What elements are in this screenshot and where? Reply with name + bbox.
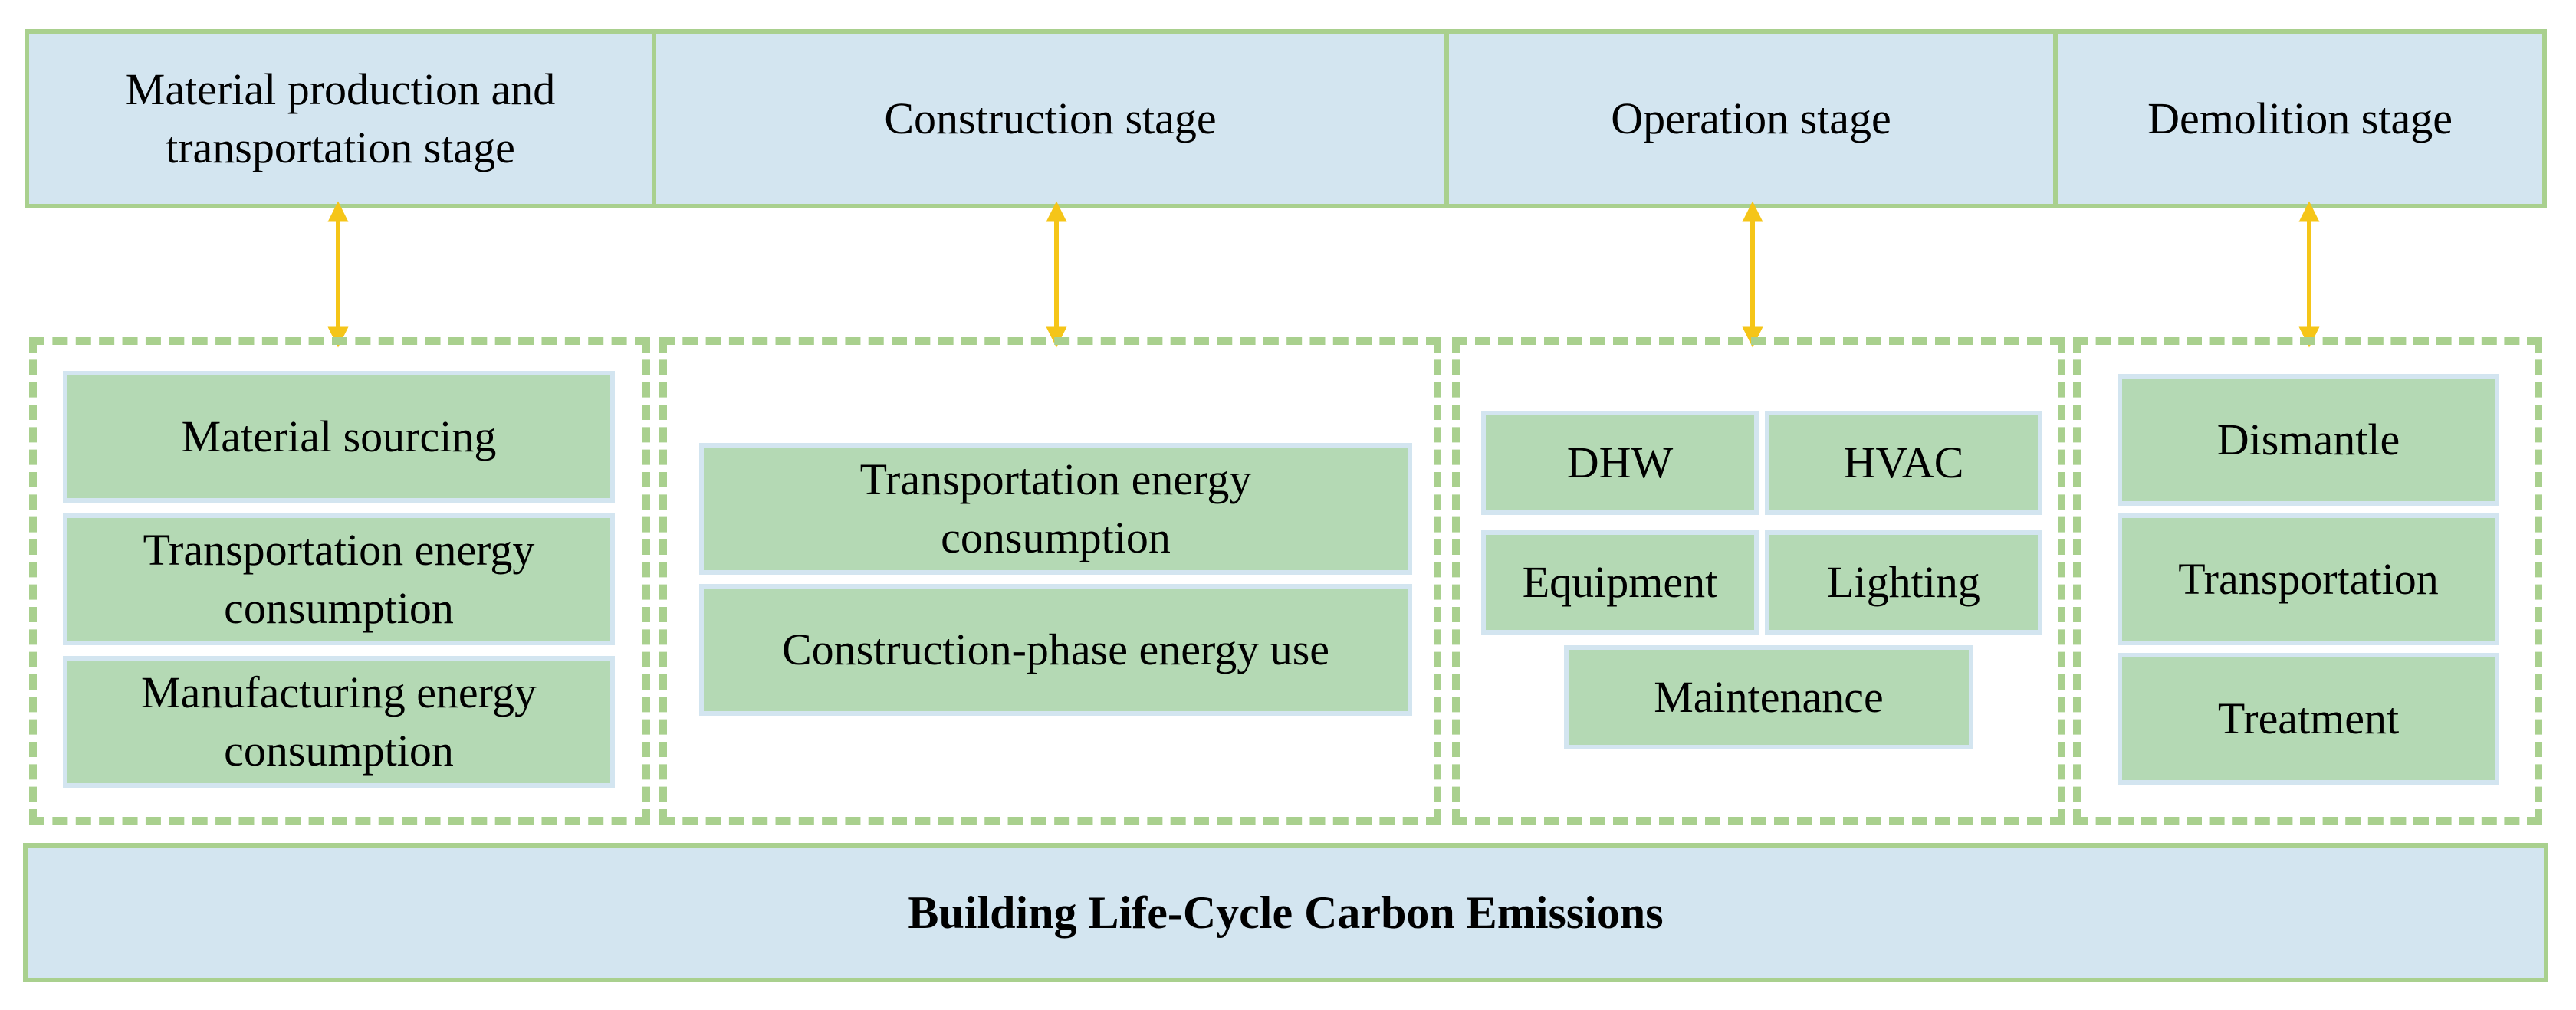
item-label: Transportation energy consumption xyxy=(859,454,1252,562)
item-hvac: HVAC xyxy=(1765,411,2042,515)
item-label: Dismantle xyxy=(2216,415,2400,464)
item-manufacturing-energy: Manufacturing energy consumption xyxy=(63,656,615,788)
group-operation xyxy=(1452,337,2065,825)
item-transportation-energy: Transportation energy consumption xyxy=(63,513,615,645)
item-material-sourcing: Material sourcing xyxy=(63,371,615,503)
item-label: Lighting xyxy=(1827,557,1980,607)
stage-label: Construction stage xyxy=(884,93,1217,143)
item-dhw: DHW xyxy=(1481,411,1759,515)
item-label: Construction-phase energy use xyxy=(781,625,1330,674)
stage-label: Operation stage xyxy=(1611,93,1891,143)
item-label: DHW xyxy=(1566,438,1674,487)
stage-label: Material production and transportation s… xyxy=(125,64,556,172)
item-transportation: Transportation xyxy=(2118,513,2499,645)
stage-material-production: Material production and transportation s… xyxy=(25,29,656,208)
footer-bar: Building Life-Cycle Carbon Emissions xyxy=(23,843,2548,982)
item-maintenance: Maintenance xyxy=(1564,645,1973,749)
item-label: Material sourcing xyxy=(181,412,497,461)
group-demolition xyxy=(2073,337,2542,825)
item-label: Transportation xyxy=(2178,554,2439,604)
group-material xyxy=(29,337,650,825)
group-construction xyxy=(659,337,1441,825)
item-label: Equipment xyxy=(1522,557,1718,607)
item-label: Maintenance xyxy=(1654,672,1884,722)
item-label: Transportation energy consumption xyxy=(143,525,535,633)
item-lighting: Lighting xyxy=(1765,530,2042,635)
item-treatment: Treatment xyxy=(2118,653,2499,785)
item-construction-phase-energy: Construction-phase energy use xyxy=(699,584,1412,716)
item-equipment: Equipment xyxy=(1481,530,1759,635)
footer-title: Building Life-Cycle Carbon Emissions xyxy=(908,887,1664,938)
item-dismantle: Dismantle xyxy=(2118,374,2499,506)
item-label: HVAC xyxy=(1843,438,1964,487)
stage-label: Demolition stage xyxy=(2147,93,2453,143)
item-transportation-energy: Transportation energy consumption xyxy=(699,443,1412,575)
item-label: Manufacturing energy consumption xyxy=(141,667,537,776)
item-label: Treatment xyxy=(2217,694,2400,743)
